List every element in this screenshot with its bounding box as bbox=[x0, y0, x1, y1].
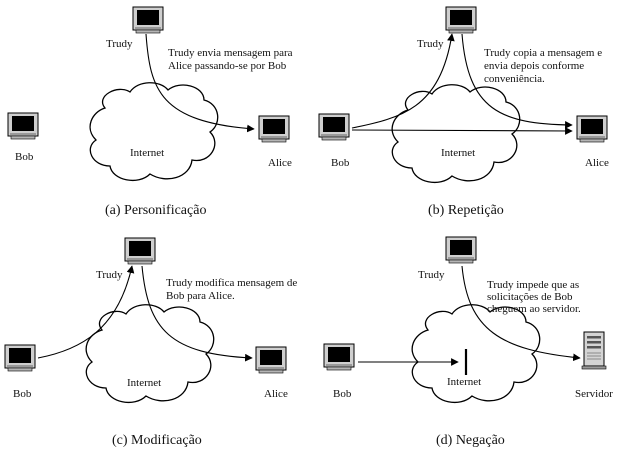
alice-label: Alice bbox=[585, 157, 609, 169]
trudy-computer-icon bbox=[445, 236, 477, 264]
bob-label: Bob bbox=[331, 157, 350, 169]
internet-label: Internet bbox=[441, 147, 475, 159]
alice-computer-icon bbox=[255, 346, 287, 374]
alice-label: Alice bbox=[264, 388, 288, 400]
bob-label: Bob bbox=[15, 151, 34, 163]
internet-label: Internet bbox=[127, 377, 161, 389]
bob-computer-icon bbox=[323, 343, 355, 371]
alice-computer-icon bbox=[576, 115, 608, 143]
trudy-interference-arrow bbox=[461, 265, 581, 362]
panel-a: Internet Trudy Bob Alice Trudy envia men… bbox=[7, 6, 295, 218]
note-c: Trudy modifica mensagem de Bob para Alic… bbox=[166, 277, 300, 302]
trudy-computer-icon bbox=[132, 6, 164, 34]
trudy-computer-icon bbox=[445, 6, 477, 34]
caption-d: (d) Negação bbox=[436, 433, 505, 448]
impersonation-arrow bbox=[145, 33, 255, 133]
copy-arrow bbox=[351, 33, 455, 129]
bob-computer-icon bbox=[318, 113, 350, 141]
trudy-label: Trudy bbox=[96, 269, 123, 281]
note-d: Trudy impede que as solicitações de Bob … bbox=[487, 279, 582, 315]
internet-cloud bbox=[89, 82, 219, 182]
trudy-label: Trudy bbox=[418, 269, 445, 281]
panel-b: Internet Trudy Bob Alice Trudy copia a m… bbox=[318, 6, 609, 218]
internet-cloud bbox=[391, 84, 521, 184]
server-label: Servidor bbox=[575, 388, 613, 400]
note-b: Trudy copia a mensagem e envia depois co… bbox=[484, 47, 605, 85]
alice-label: Alice bbox=[268, 157, 292, 169]
intercept-arrow bbox=[37, 265, 135, 359]
internet-cloud bbox=[85, 304, 215, 404]
bob-label: Bob bbox=[13, 388, 32, 400]
trudy-label: Trudy bbox=[106, 38, 133, 50]
modified-arrow bbox=[141, 265, 253, 362]
bob-computer-icon bbox=[7, 112, 39, 140]
server-icon bbox=[581, 331, 607, 370]
bob-label: Bob bbox=[333, 388, 352, 400]
trudy-computer-icon bbox=[124, 237, 156, 265]
bob-computer-icon bbox=[4, 344, 36, 372]
trudy-label: Trudy bbox=[417, 38, 444, 50]
direct-arrow bbox=[351, 127, 573, 135]
internet-label: Internet bbox=[447, 376, 481, 388]
note-a: Trudy envia mensagem para Alice passando… bbox=[168, 47, 295, 72]
internet-label: Internet bbox=[130, 147, 164, 159]
panel-d: Internet Trudy Bob Servidor Trudy impede… bbox=[323, 236, 613, 448]
panel-c: Internet Trudy Bob Alice Trudy modifica … bbox=[4, 237, 300, 448]
replay-arrow bbox=[461, 33, 573, 129]
caption-c: (c) Modificação bbox=[112, 433, 202, 448]
caption-a: (a) Personificação bbox=[105, 203, 206, 218]
alice-computer-icon bbox=[258, 115, 290, 143]
caption-b: (b) Repetição bbox=[428, 203, 504, 218]
